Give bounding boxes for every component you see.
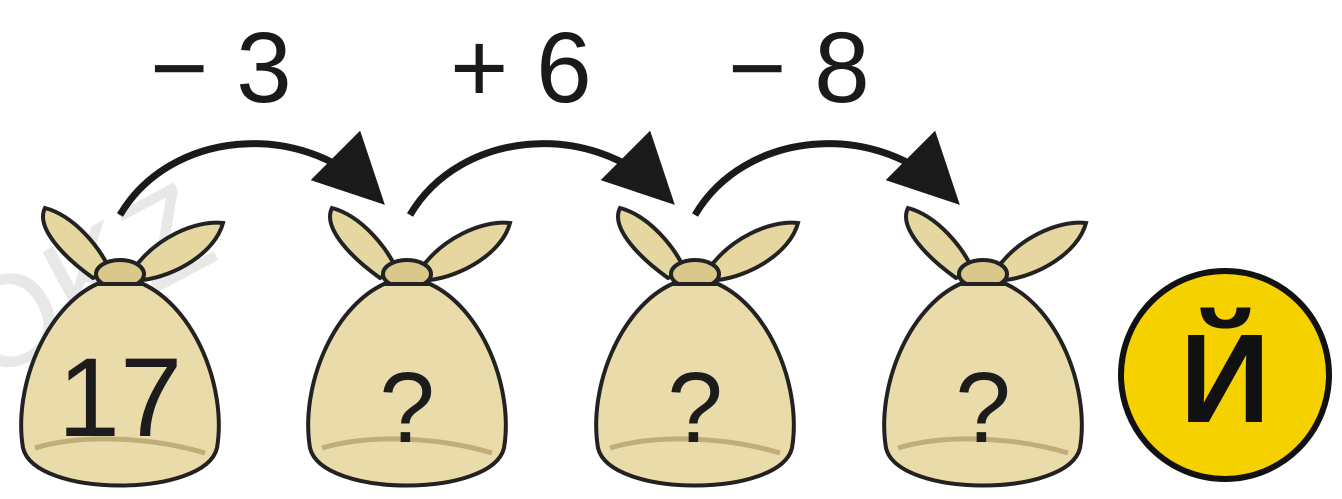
sack-1-value: 17 xyxy=(5,338,235,458)
sack-3: ? xyxy=(580,198,810,498)
sack-1: 17 xyxy=(5,198,235,498)
sack-2-value: ? xyxy=(292,348,522,468)
sack-4-value: ? xyxy=(868,348,1098,468)
sack-4: ? xyxy=(868,198,1098,498)
sack-2: ? xyxy=(292,198,522,498)
sack-3-value: ? xyxy=(580,348,810,468)
letter-badge: Й xyxy=(1118,268,1332,482)
badge-letter: Й xyxy=(1124,314,1326,444)
